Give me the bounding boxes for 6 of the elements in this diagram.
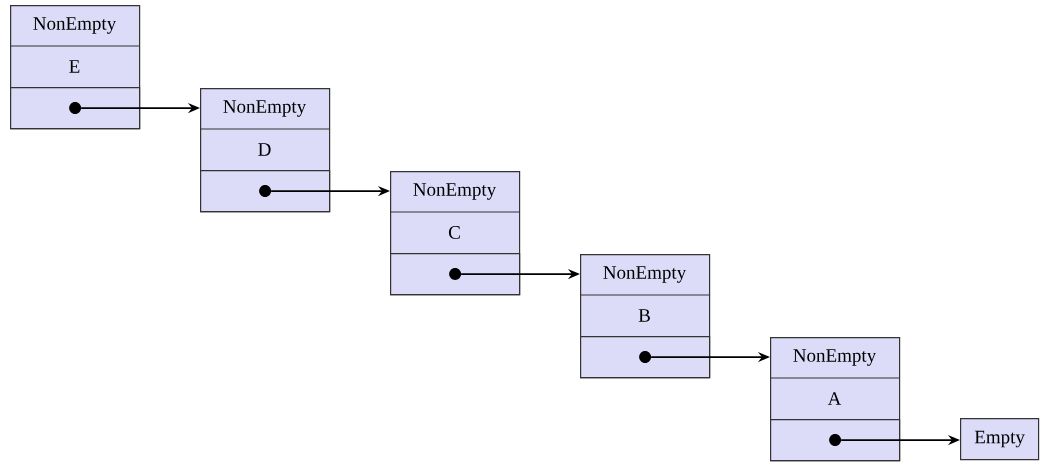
pointer-cell [580, 336, 711, 379]
empty-box: Empty [960, 418, 1040, 461]
pointer-cell [200, 170, 331, 213]
pointer-cell [10, 87, 141, 130]
pointer-cell [770, 419, 901, 462]
pointer-cell [390, 253, 521, 296]
